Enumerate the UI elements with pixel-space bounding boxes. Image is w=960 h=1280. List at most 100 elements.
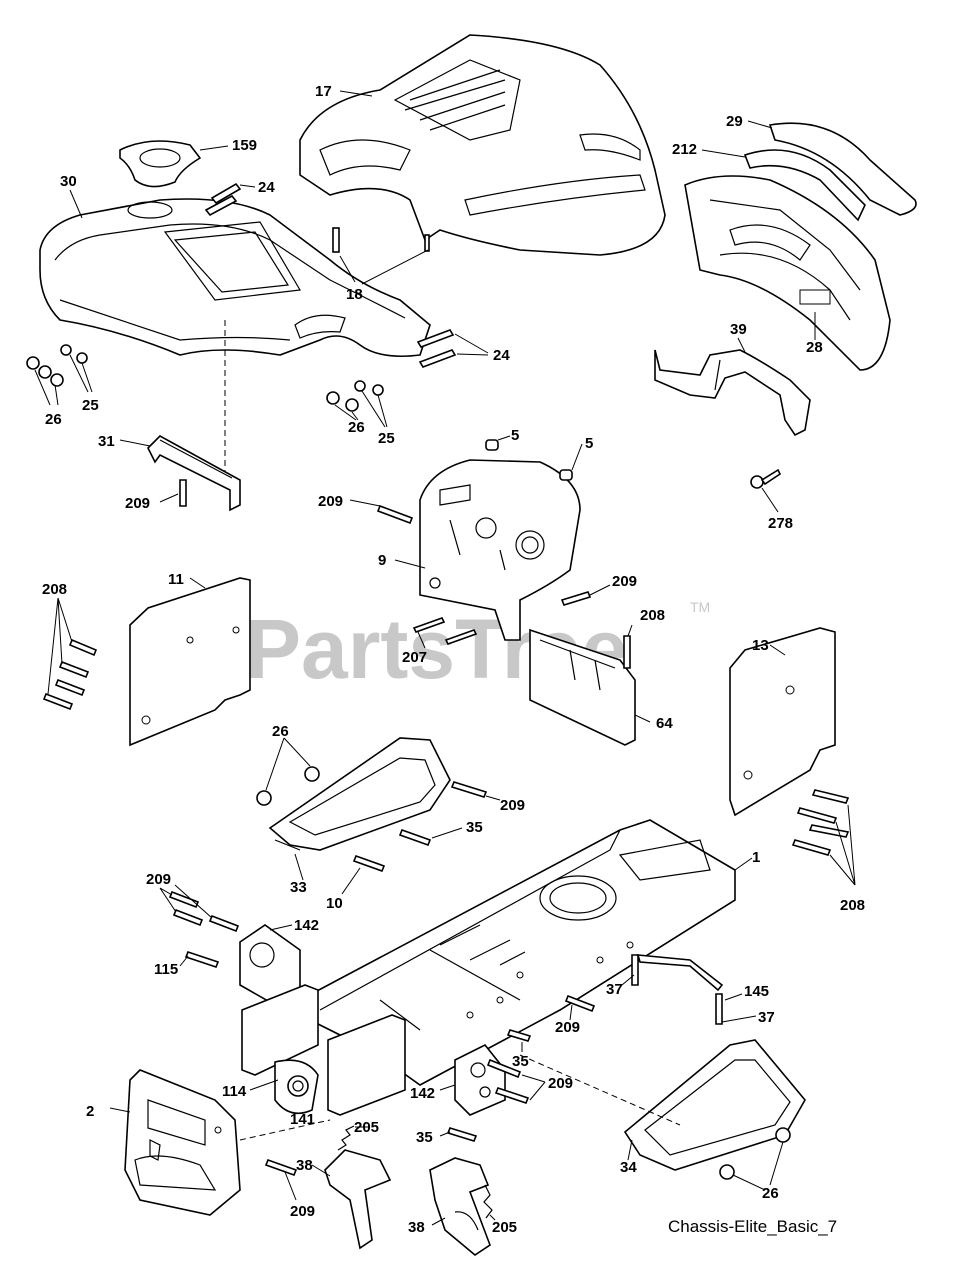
callout-29: 29 — [726, 113, 743, 130]
callout-13: 13 — [752, 637, 769, 654]
bolt-209-h — [264, 1158, 298, 1177]
leader-64 — [634, 714, 651, 723]
leader-13 — [769, 644, 786, 656]
leader-9 — [394, 559, 426, 569]
callout-35-a: 35 — [466, 819, 483, 836]
callout-5-b: 5 — [585, 435, 593, 452]
leader-212 — [701, 149, 746, 158]
leader-142-b — [439, 1084, 456, 1091]
leader-25-26-left — [34, 354, 93, 406]
callout-159: 159 — [232, 137, 257, 154]
side-panel-part-28 — [684, 175, 891, 371]
bolt-part-10 — [352, 854, 386, 873]
callout-209-c: 209 — [612, 573, 637, 590]
leader-142-a — [269, 924, 293, 931]
callout-278: 278 — [768, 515, 793, 532]
callout-209-f: 209 — [555, 1019, 580, 1036]
bolt-209-f — [564, 994, 596, 1013]
callout-9: 9 — [378, 552, 386, 569]
callout-208-c: 208 — [840, 897, 865, 914]
callout-209-a: 209 — [125, 495, 150, 512]
leader-11 — [189, 577, 206, 589]
leader-24-right — [454, 333, 489, 356]
bolts-208-left — [42, 638, 98, 711]
callout-28: 28 — [806, 339, 823, 356]
callout-208-b: 208 — [640, 607, 665, 624]
callout-142-b: 142 — [410, 1085, 435, 1102]
callout-209-b: 209 — [318, 493, 343, 510]
callout-39: 39 — [730, 321, 747, 338]
callout-24-right: 24 — [493, 347, 510, 364]
callout-26-d: 26 — [762, 1185, 779, 1202]
callout-209-e: 209 — [146, 871, 171, 888]
leader-33 — [294, 853, 304, 881]
callout-37-b: 37 — [758, 1009, 775, 1026]
spring-part-205-b — [483, 1184, 493, 1219]
callout-5-a: 5 — [511, 427, 519, 444]
bolt-35-a — [398, 828, 432, 847]
leader-1 — [734, 857, 753, 871]
rear-plates-left — [241, 984, 406, 1116]
callout-205-b: 205 — [492, 1219, 517, 1236]
leader-115 — [179, 955, 189, 967]
leader-205-b — [489, 1214, 496, 1221]
callout-35-c: 35 — [416, 1129, 433, 1146]
footrest-mount-line — [519, 1054, 681, 1126]
nuts-26-footrest — [256, 766, 320, 806]
bolt-part-115 — [184, 951, 220, 968]
leader-208-a — [47, 597, 73, 695]
bracket-part-38-a — [324, 1149, 392, 1250]
side-plate-part-13 — [729, 627, 836, 817]
bracket-part-142-b — [454, 1043, 506, 1116]
leader-35-a — [431, 827, 463, 839]
bolt-209-c — [560, 591, 592, 606]
bracket-part-64 — [529, 628, 636, 746]
callout-209-g: 209 — [548, 1075, 573, 1092]
bracket-part-38-b — [429, 1157, 491, 1256]
cup-holder-part-159 — [119, 140, 202, 188]
callout-1: 1 — [752, 849, 760, 866]
leader-209-d — [485, 795, 501, 801]
footrest-part-34 — [623, 1039, 806, 1171]
leader-10 — [341, 867, 361, 895]
callout-26-left: 26 — [45, 411, 62, 428]
bolts-part-207 — [412, 617, 478, 645]
side-plate-part-11 — [129, 577, 251, 747]
leader-114 — [249, 1079, 279, 1091]
callout-31: 31 — [98, 433, 115, 450]
leader-209-a — [159, 493, 179, 503]
callout-207: 207 — [402, 649, 427, 666]
callout-34: 34 — [620, 1159, 637, 1176]
bracket-part-31 — [147, 435, 241, 512]
leader-37-145 — [621, 974, 757, 1023]
callout-25-left: 25 — [82, 397, 99, 414]
leader-24-top — [239, 184, 256, 188]
callout-26-middle: 26 — [348, 419, 365, 436]
bolt-209-b — [376, 504, 414, 525]
callout-209-d: 209 — [500, 797, 525, 814]
callout-35-b: 35 — [512, 1053, 529, 1070]
fender-part-30 — [39, 198, 431, 358]
callout-141: 141 — [290, 1111, 315, 1128]
leader-5 — [497, 435, 583, 471]
callout-38-a: 38 — [296, 1157, 313, 1174]
callout-38-b: 38 — [408, 1219, 425, 1236]
leader-209-h — [284, 1171, 297, 1201]
hardware-25-26-middle — [326, 380, 384, 412]
leader-159 — [199, 145, 229, 151]
leader-209-f — [569, 1004, 573, 1021]
leader-207 — [417, 631, 426, 649]
side-panel-part-212 — [743, 149, 866, 222]
bracket-part-39 — [654, 349, 811, 437]
callout-2: 2 — [86, 1103, 94, 1120]
callout-64: 64 — [656, 715, 673, 732]
leader-38-b — [431, 1217, 446, 1226]
callout-205-a: 205 — [354, 1119, 379, 1136]
leader-34 — [627, 1139, 633, 1161]
dash-panel-part-9 — [419, 459, 581, 641]
callout-33: 33 — [290, 879, 307, 896]
callout-212: 212 — [672, 141, 697, 158]
spring-part-205-a — [337, 1125, 355, 1151]
hardware-25-26-left — [26, 344, 88, 387]
bolt-209-a — [179, 479, 187, 507]
